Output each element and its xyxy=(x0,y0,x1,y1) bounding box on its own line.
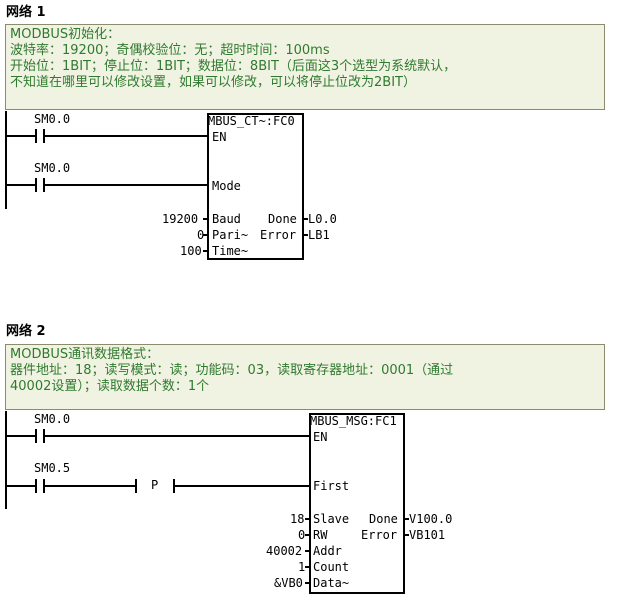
normally-open-contact[interactable] xyxy=(35,429,45,443)
input-time-value[interactable]: 100 xyxy=(180,244,202,258)
contact-label: SM0.5 xyxy=(34,461,71,475)
comment-line: 开始位：1BIT；停止位：1BIT；数据位：8BIT（后面这3个选型为系统默认， xyxy=(10,59,457,74)
comment-line: 波特率：19200；奇偶校验位：无；超时时间：100ms xyxy=(10,43,330,58)
output-error-value[interactable]: LB1 xyxy=(308,228,330,242)
output-done-value[interactable]: V100.0 xyxy=(409,512,453,526)
input-rw-value[interactable]: 0 xyxy=(298,528,306,542)
pin-stub xyxy=(305,566,310,568)
network-2-title[interactable]: 网络 2 xyxy=(6,324,46,339)
rung-wire xyxy=(7,435,35,437)
normally-open-contact[interactable] xyxy=(35,129,45,143)
rung-wire xyxy=(45,485,135,487)
contact-label: SM0.0 xyxy=(34,112,71,126)
rung-wire xyxy=(7,485,35,487)
pin-stub xyxy=(203,234,208,236)
pin-stub xyxy=(404,534,409,536)
power-rail xyxy=(5,111,7,209)
block-title: MBUS_MSG:FC1 xyxy=(310,414,397,428)
pin-stub xyxy=(203,218,208,220)
pin-error: Error xyxy=(260,228,297,242)
pin-baud: Baud xyxy=(212,212,241,226)
pin-first: First xyxy=(313,479,350,493)
rung-wire xyxy=(175,485,311,487)
pin-stub xyxy=(203,250,208,252)
input-count-value[interactable]: 1 xyxy=(298,560,306,574)
pin-done: Done xyxy=(369,512,398,526)
input-baud-value[interactable]: 19200 xyxy=(162,212,199,226)
pin-rw: RW xyxy=(313,528,328,542)
output-error-value[interactable]: VB101 xyxy=(409,528,446,542)
input-slave-value[interactable]: 18 xyxy=(290,512,305,526)
pin-count: Count xyxy=(313,560,350,574)
normally-open-contact[interactable] xyxy=(35,479,45,493)
pin-data: Data~ xyxy=(313,576,350,590)
block-title: MBUS_CT~:FC0 xyxy=(208,114,295,128)
pin-stub xyxy=(305,534,310,536)
pin-slave: Slave xyxy=(313,512,350,526)
pin-stub xyxy=(404,518,409,520)
contact-label: SM0.0 xyxy=(34,412,71,426)
rung-wire xyxy=(45,135,209,137)
power-rail xyxy=(5,411,7,509)
rung-wire xyxy=(7,135,35,137)
positive-edge-contact[interactable] xyxy=(135,479,175,493)
rung-wire xyxy=(7,184,35,186)
pin-addr: Addr xyxy=(313,544,342,558)
p-contact-label: P xyxy=(151,478,159,492)
network-1-title[interactable]: 网络 1 xyxy=(6,5,46,20)
pin-stub xyxy=(305,550,310,552)
comment-line: 40002设置）；读取数据个数：1个 xyxy=(10,379,210,394)
pin-stub xyxy=(303,234,308,236)
comment-line: 不知道在哪里可以修改设置，如果可以修改，可以将停止位改为2BIT） xyxy=(10,75,416,90)
rung-wire xyxy=(45,435,311,437)
output-done-value[interactable]: L0.0 xyxy=(308,212,337,226)
input-addr-value[interactable]: 40002 xyxy=(266,544,303,558)
contact-label: SM0.0 xyxy=(34,161,71,175)
network-1-comment[interactable]: MODBUS初始化： 波特率：19200；奇偶校验位：无；超时时间：100ms … xyxy=(5,24,605,110)
mbus-msg-block[interactable] xyxy=(309,413,405,594)
pin-en: EN xyxy=(212,130,227,144)
normally-open-contact[interactable] xyxy=(35,178,45,192)
network-2-comment[interactable]: MODBUS通讯数据格式： 器件地址：18；读写模式：读；功能码：03，读取寄存… xyxy=(5,344,605,410)
input-data-value[interactable]: &VB0 xyxy=(274,576,303,590)
pin-mode: Mode xyxy=(212,179,241,193)
input-pari-value[interactable]: 0 xyxy=(197,228,205,242)
pin-stub xyxy=(303,218,308,220)
pin-done: Done xyxy=(268,212,297,226)
comment-line: 器件地址：18；读写模式：读；功能码：03，读取寄存器地址：0001（通过 xyxy=(10,363,454,378)
pin-time: Time~ xyxy=(212,244,249,258)
mbus-ctrl-block[interactable] xyxy=(207,113,304,260)
pin-error: Error xyxy=(361,528,398,542)
comment-line: MODBUS初始化： xyxy=(10,27,121,42)
pin-en: EN xyxy=(313,430,328,444)
pin-stub xyxy=(305,582,310,584)
rung-wire xyxy=(45,184,209,186)
comment-line: MODBUS通讯数据格式： xyxy=(10,347,160,362)
pin-stub xyxy=(305,518,310,520)
pin-pari: Pari~ xyxy=(212,228,249,242)
